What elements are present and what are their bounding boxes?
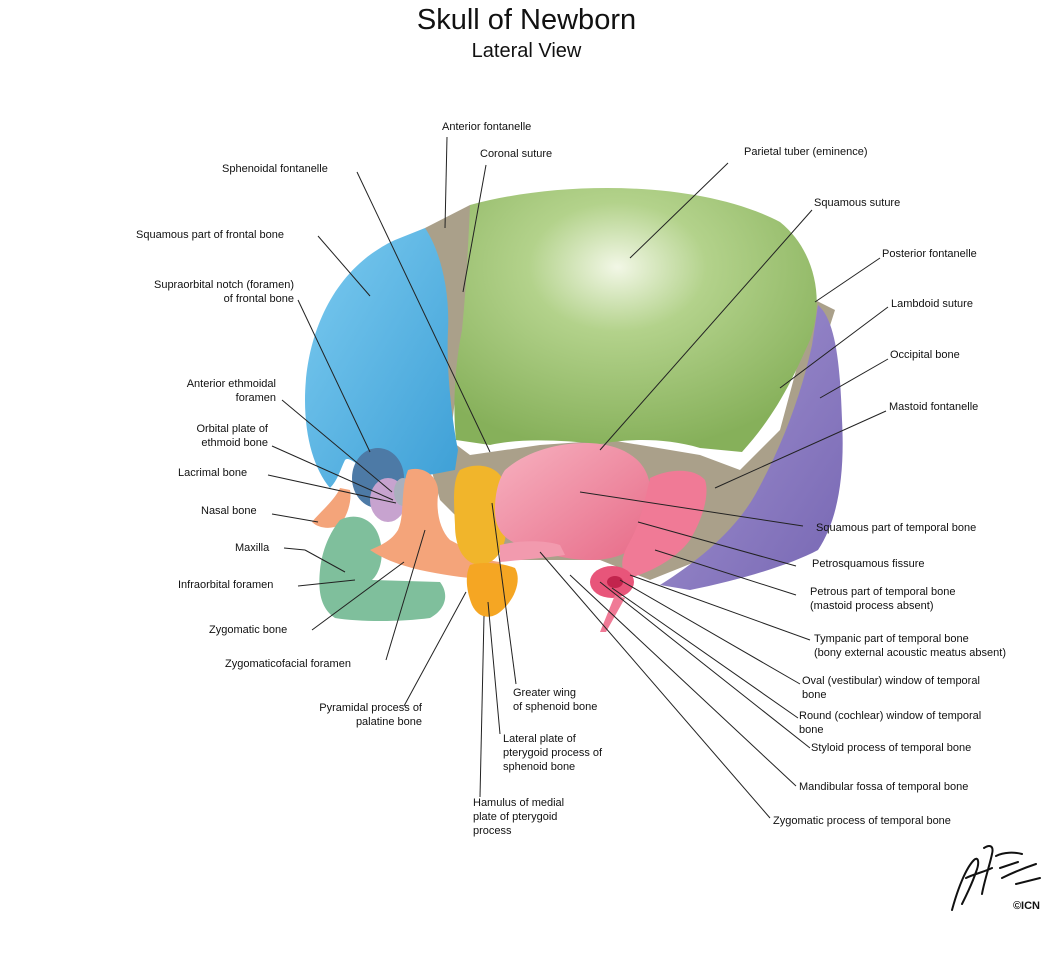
- icn-mark: ©ICN: [1012, 900, 1040, 912]
- label-mandibular-fossa: Mandibular fossa of temporal bone: [799, 781, 969, 793]
- label-petrous-temporal-line2: (mastoid process absent): [810, 600, 934, 612]
- label-lateral-plate-line1: Lateral plate of: [503, 733, 576, 745]
- label-tympanic-line2: (bony external acoustic meatus absent): [814, 647, 1006, 659]
- label-pyramidal-line2: palatine bone: [355, 716, 422, 728]
- label-anterior-ethmoidal: Anterior ethmoidal foramen: [150, 377, 276, 405]
- label-orbital-plate-line1: Orbital plate of: [196, 423, 268, 435]
- sphenoid-greater-wing: [454, 465, 508, 565]
- label-hamulus-line3: process: [473, 825, 512, 837]
- temporal-petrous: [622, 470, 707, 578]
- label-parietal-tuber: Parietal tuber (eminence): [744, 146, 868, 158]
- nasal-bone-shape: [312, 488, 351, 528]
- label-oval-window: Oval (vestibular) window of temporal bon…: [802, 674, 980, 702]
- label-lacrimal-bone: Lacrimal bone: [178, 467, 248, 479]
- label-nasal-bone: Nasal bone: [201, 505, 257, 517]
- label-lateral-plate: Lateral plate of pterygoid process of sp…: [503, 732, 602, 774]
- label-lambdoid-suture: Lambdoid suture: [891, 298, 973, 310]
- signature-scribble: [951, 845, 1041, 911]
- label-tympanic-line1: Tympanic part of temporal bone: [814, 633, 969, 645]
- label-petrous-temporal: Petrous part of temporal bone (mastoid p…: [810, 585, 956, 613]
- page-subtitle: Lateral View: [471, 40, 582, 62]
- label-coronal-suture: Coronal suture: [480, 148, 553, 160]
- label-anterior-fontanelle: Anterior fontanelle: [442, 121, 532, 133]
- parietal-bone: [454, 187, 817, 452]
- label-orbital-plate-line2: ethmoid bone: [201, 437, 268, 449]
- label-orbital-plate: Orbital plate of ethmoid bone: [160, 422, 268, 450]
- styloid-process-shape: [600, 595, 625, 632]
- label-oval-window-line2: bone: [802, 689, 827, 701]
- label-anterior-ethmoidal-line1: Anterior ethmoidal: [186, 378, 276, 390]
- label-anterior-ethmoidal-line2: foramen: [235, 392, 276, 404]
- occipital-bone: [660, 305, 843, 590]
- label-greater-wing-line2: of sphenoid bone: [513, 701, 598, 713]
- artist-signature-logo: ©ICN: [944, 838, 1048, 918]
- label-petrosquamous-fissure: Petrosquamous fissure: [812, 558, 925, 570]
- temporal-bone: [495, 443, 650, 560]
- label-oval-window-line1: Oval (vestibular) window of temporal: [802, 675, 980, 687]
- label-round-window-line1: Round (cochlear) window of temporal: [799, 710, 982, 722]
- label-zygomaticofacial: Zygomaticofacial foramen: [225, 658, 351, 670]
- frontal-bone: [305, 228, 458, 488]
- oval-window-shape: [607, 576, 623, 588]
- zygomatic-process-shape: [500, 541, 565, 562]
- page-title: Skull of Newborn: [416, 4, 637, 36]
- label-supraorbital-notch-line1: Supraorbital notch (foramen): [153, 279, 294, 291]
- label-mastoid-fontanelle: Mastoid fontanelle: [889, 401, 979, 413]
- label-hamulus: Hamulus of medial plate of pterygoid pro…: [473, 796, 564, 838]
- label-tympanic: Tympanic part of temporal bone (bony ext…: [814, 632, 1006, 660]
- label-lateral-plate-line2: pterygoid process of: [503, 747, 603, 759]
- label-supraorbital-notch-line2: of frontal bone: [223, 293, 294, 305]
- label-squamous-suture: Squamous suture: [814, 197, 901, 209]
- pterygoid-process: [466, 563, 518, 617]
- label-greater-wing-line1: Greater wing: [513, 687, 576, 699]
- label-round-window: Round (cochlear) window of temporal bone: [799, 709, 981, 737]
- label-lateral-plate-line3: sphenoid bone: [503, 761, 576, 773]
- label-styloid: Styloid process of temporal bone: [811, 742, 972, 754]
- label-pyramidal-line1: Pyramidal process of: [319, 702, 422, 714]
- label-squamous-frontal: Squamous part of frontal bone: [136, 229, 284, 241]
- label-squamous-temporal: Squamous part of temporal bone: [816, 522, 977, 534]
- maxilla-bone: [319, 516, 446, 621]
- label-greater-wing: Greater wing of sphenoid bone: [513, 686, 597, 714]
- label-maxilla: Maxilla: [235, 542, 270, 554]
- label-occipital-bone: Occipital bone: [890, 349, 960, 361]
- label-round-window-line2: bone: [799, 724, 824, 736]
- label-pyramidal: Pyramidal process of palatine bone: [292, 701, 422, 729]
- label-sphenoidal-fontanelle: Sphenoidal fontanelle: [222, 163, 328, 175]
- label-zygomatic-bone: Zygomatic bone: [209, 624, 288, 636]
- leader-lines: [267, 136, 889, 819]
- label-hamulus-line2: plate of pterygoid: [473, 811, 558, 823]
- label-supraorbital-notch: Supraorbital notch (foramen) of frontal …: [124, 278, 294, 306]
- label-zygomatic-process: Zygomatic process of temporal bone: [773, 815, 951, 827]
- label-posterior-fontanelle: Posterior fontanelle: [882, 248, 977, 260]
- label-petrous-temporal-line1: Petrous part of temporal bone: [810, 586, 956, 598]
- label-infraorbital-foramen: Infraorbital foramen: [178, 579, 274, 591]
- label-hamulus-line1: Hamulus of medial: [473, 797, 565, 809]
